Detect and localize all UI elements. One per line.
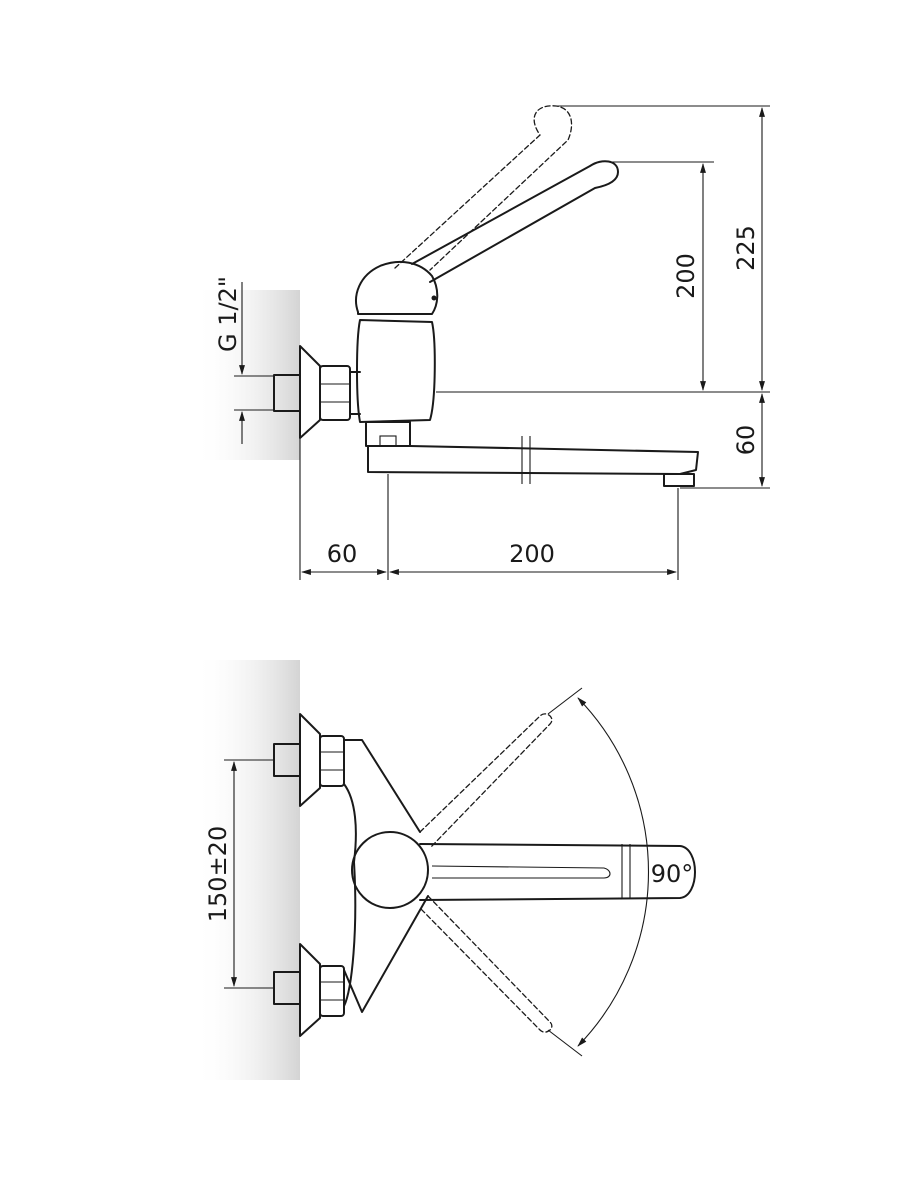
handle-disk-top	[351, 831, 429, 909]
spout-rotated-up-dashed	[419, 713, 553, 849]
lever-pivot-dot	[431, 295, 437, 301]
handle-housing	[355, 260, 439, 315]
body-top-view	[343, 739, 429, 1013]
dim-lever-height: 200	[672, 253, 700, 299]
dim-wall-offset: 60	[327, 540, 358, 568]
wall-flange-top-lower	[299, 943, 321, 1037]
dim-inlet-spacing: 150±20	[204, 826, 232, 922]
dim-spout-drop: 60	[732, 425, 760, 456]
spout-rotated-down-dashed	[419, 895, 553, 1033]
valve-body	[356, 319, 436, 423]
spout-aerator	[663, 473, 695, 487]
lever-open-dashed	[394, 105, 573, 271]
wall-flange-side	[299, 345, 321, 439]
dim-rotation: 90°	[651, 860, 694, 888]
dim-spout-reach: 200	[509, 540, 555, 568]
rotation-arc	[577, 697, 650, 1047]
lever-closed	[411, 160, 619, 283]
hex-nut-top-upper	[319, 735, 345, 787]
dim-total-height: 225	[732, 225, 760, 271]
inlet-pipe	[273, 374, 301, 412]
spout-slot	[431, 865, 611, 879]
spout-top	[419, 843, 696, 901]
dim-thread: G 1/2"	[214, 276, 242, 352]
wall-shade-top	[195, 660, 300, 1080]
spout-side	[367, 445, 699, 475]
hex-nut-side	[319, 365, 351, 421]
wall-flange-top-upper	[299, 713, 321, 807]
top-view: 90° 150±20	[195, 660, 696, 1080]
hex-nut-top-lower	[319, 965, 345, 1017]
spout-connector	[365, 421, 411, 447]
side-view: 200 225 60 G 1/2" 60 200	[195, 105, 770, 580]
